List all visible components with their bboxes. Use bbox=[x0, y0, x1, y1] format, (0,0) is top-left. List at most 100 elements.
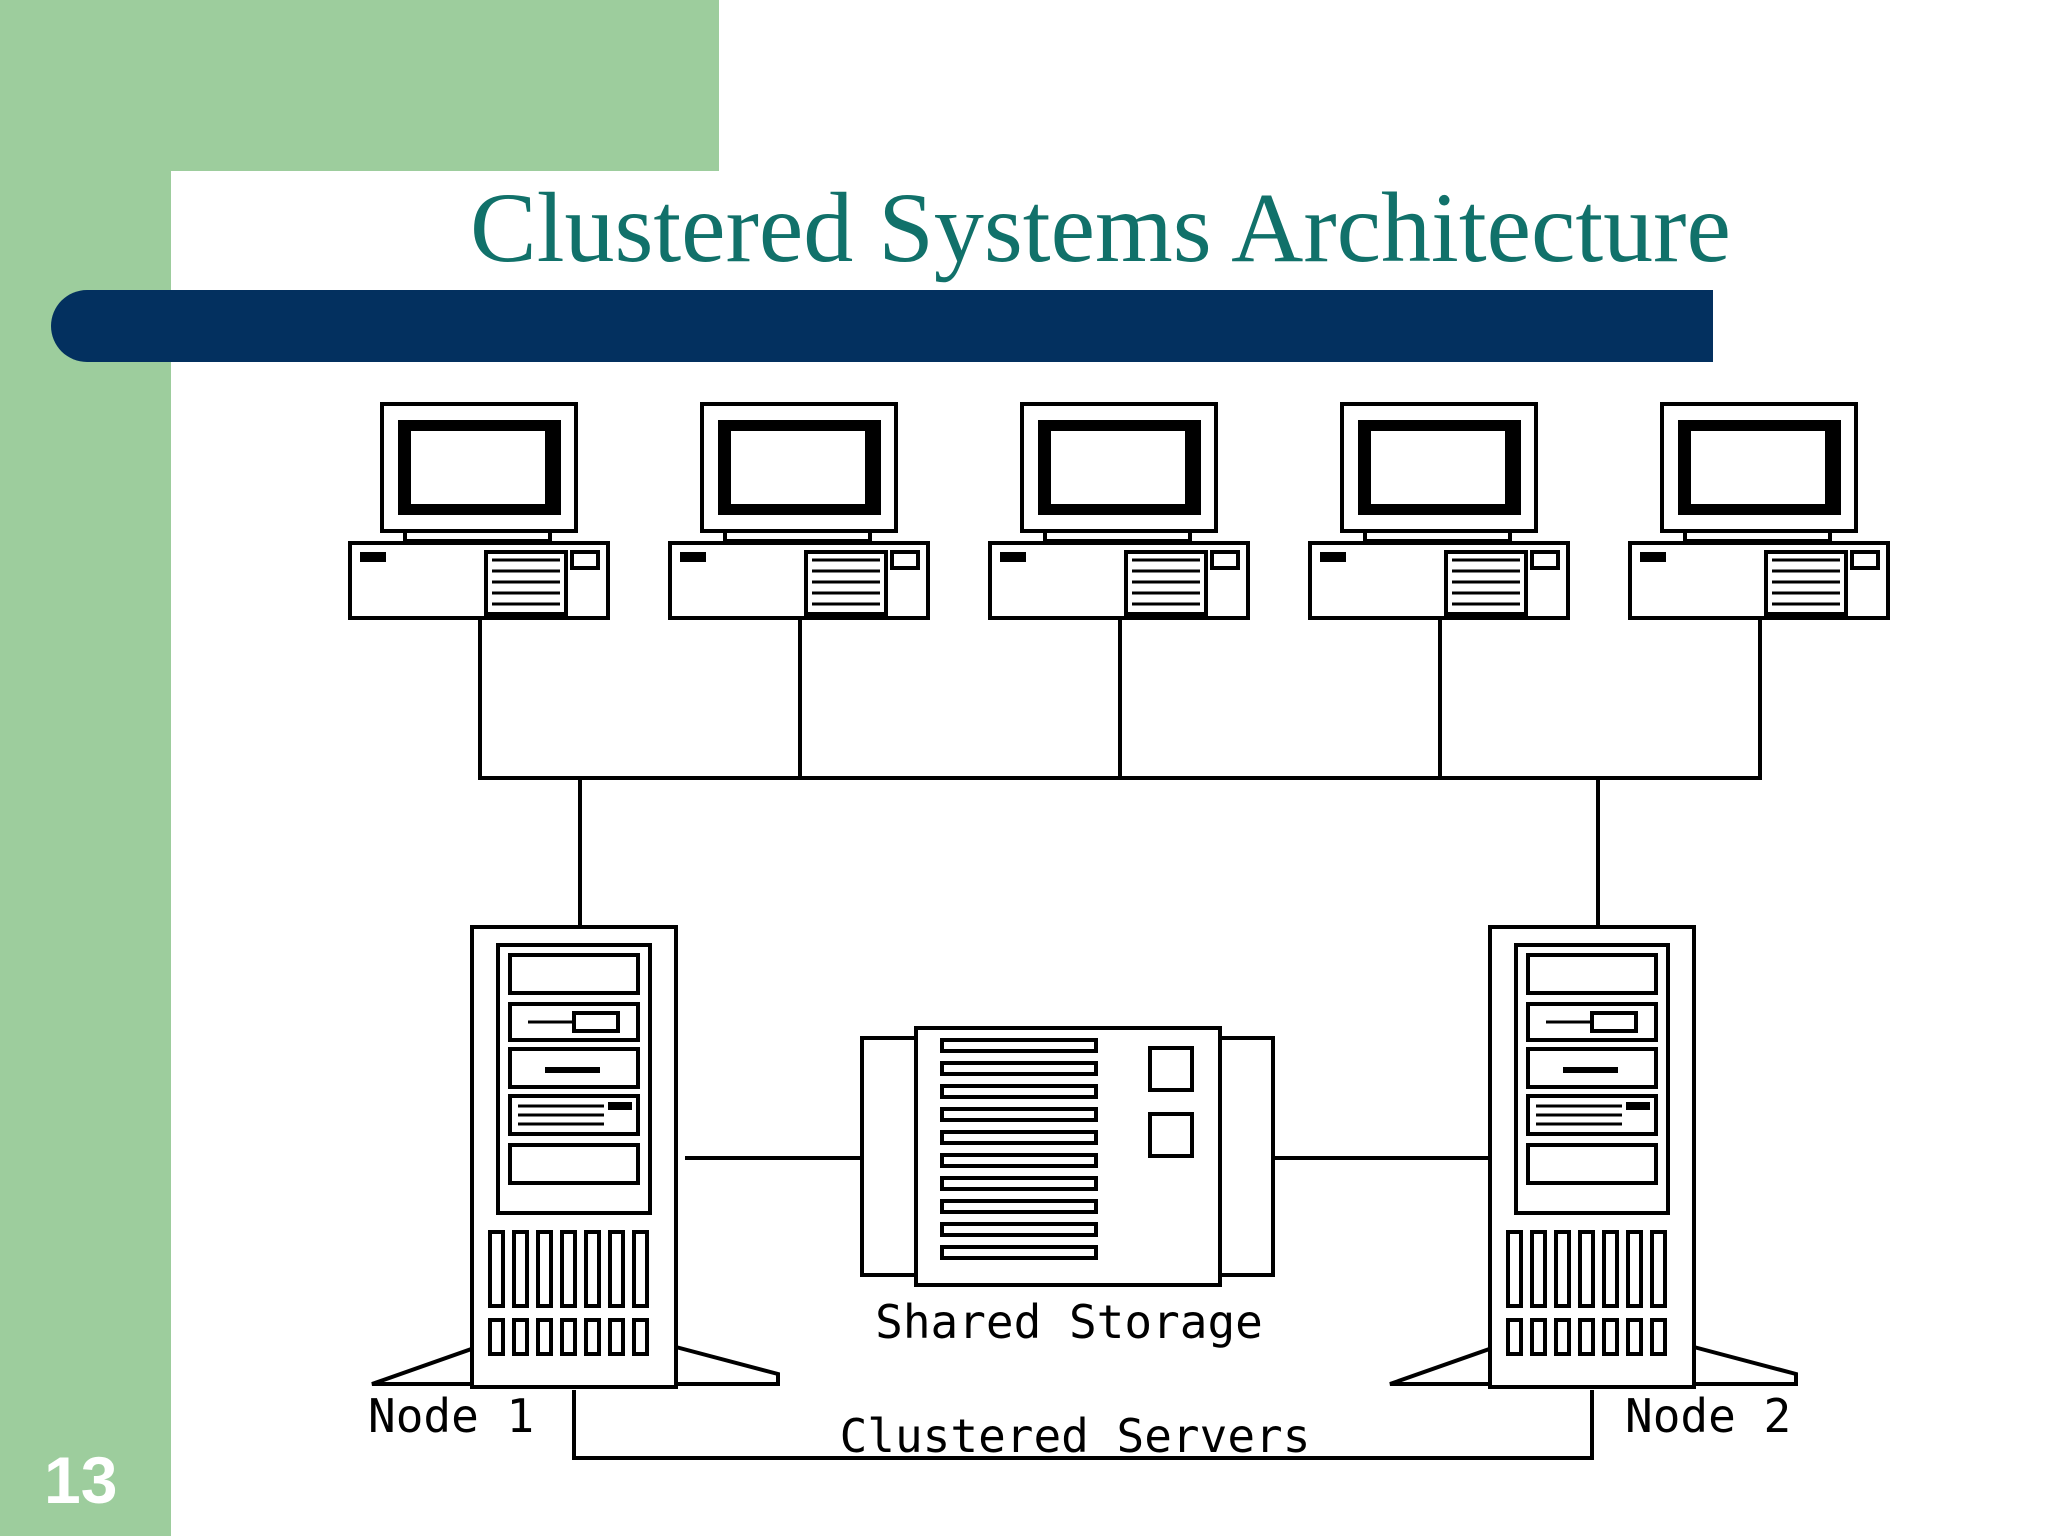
vent-slot bbox=[536, 1318, 553, 1356]
power-light bbox=[1000, 552, 1026, 562]
desktop-case bbox=[668, 541, 930, 620]
bay-5 bbox=[1526, 1143, 1658, 1185]
front-button bbox=[1530, 550, 1560, 570]
vent-slot bbox=[608, 1230, 625, 1308]
client-computers bbox=[348, 402, 1890, 620]
drive-slot bbox=[940, 1130, 1098, 1145]
storage-drive-slots bbox=[940, 1038, 1098, 1260]
power-light bbox=[680, 552, 706, 562]
title-underline-bar bbox=[51, 290, 1713, 362]
monitor-stand bbox=[403, 529, 552, 543]
bay-4-light bbox=[608, 1102, 632, 1110]
server-nodes bbox=[371, 925, 1798, 1389]
tower-foot-right bbox=[1688, 1343, 1798, 1386]
vent-slot bbox=[1506, 1230, 1523, 1308]
vent-slot bbox=[1626, 1318, 1643, 1356]
power-light bbox=[360, 552, 386, 562]
slide-title: Clustered Systems Architecture bbox=[470, 172, 1731, 283]
vent-slot bbox=[512, 1230, 529, 1308]
vent-slot bbox=[536, 1230, 553, 1308]
vent-slot bbox=[512, 1318, 529, 1356]
server-node-1 bbox=[371, 925, 780, 1389]
drive-slot bbox=[940, 1038, 1098, 1053]
desktop-case bbox=[348, 541, 610, 620]
power-light bbox=[1640, 552, 1666, 562]
desktop-case bbox=[988, 541, 1250, 620]
green-sidebar bbox=[0, 0, 171, 1536]
shared-storage-unit bbox=[860, 1026, 1275, 1287]
vent-slot bbox=[488, 1230, 505, 1308]
drive-slot bbox=[940, 1199, 1098, 1214]
server-node-2 bbox=[1389, 925, 1798, 1389]
vent-slot bbox=[1554, 1230, 1571, 1308]
cluster-interconnect bbox=[572, 1390, 1594, 1460]
tower-foot-left bbox=[1389, 1343, 1500, 1386]
client-computer-5 bbox=[1628, 402, 1890, 620]
vent-slot bbox=[1626, 1230, 1643, 1308]
bay-1 bbox=[1526, 953, 1658, 995]
vent-slot bbox=[584, 1230, 601, 1308]
storage-indicator-2 bbox=[1148, 1112, 1194, 1158]
node1-label: Node 1 bbox=[368, 1389, 534, 1443]
front-button bbox=[570, 550, 600, 570]
bay-4-light bbox=[1626, 1102, 1650, 1110]
network-wires bbox=[478, 620, 1762, 1460]
bay-3 bbox=[508, 1047, 640, 1089]
vent-slot bbox=[1602, 1318, 1619, 1356]
drive-slot bbox=[940, 1176, 1098, 1191]
drive-slot bbox=[940, 1084, 1098, 1099]
slide-number: 13 bbox=[44, 1443, 118, 1517]
vent-slot bbox=[1602, 1230, 1619, 1308]
storage-right-flange bbox=[1215, 1036, 1275, 1277]
vent-slot bbox=[560, 1230, 577, 1308]
client-computer-1 bbox=[348, 402, 610, 620]
client-computer-4 bbox=[1308, 402, 1570, 620]
clustered-servers-label: Clustered Servers bbox=[840, 1409, 1311, 1463]
vent-slot bbox=[632, 1230, 649, 1308]
vent-slot bbox=[632, 1318, 649, 1356]
node2-label: Node 2 bbox=[1625, 1389, 1791, 1443]
power-light bbox=[1320, 552, 1346, 562]
vent-slot bbox=[560, 1318, 577, 1356]
front-button bbox=[890, 550, 920, 570]
drive-slot bbox=[940, 1107, 1098, 1122]
tower-foot-left bbox=[371, 1343, 482, 1386]
drive-slot bbox=[940, 1245, 1098, 1260]
drive-slot bbox=[940, 1153, 1098, 1168]
storage-left-flange bbox=[860, 1036, 920, 1277]
vent-slot bbox=[1578, 1230, 1595, 1308]
vent-slot bbox=[1650, 1230, 1667, 1308]
monitor-stand bbox=[1683, 529, 1832, 543]
monitor-screen bbox=[1691, 431, 1825, 504]
bay-1 bbox=[508, 953, 640, 995]
vent-slot bbox=[1650, 1318, 1667, 1356]
vent-slot bbox=[1578, 1318, 1595, 1356]
storage-indicator-1 bbox=[1148, 1046, 1194, 1092]
bay-5 bbox=[508, 1143, 640, 1185]
vent-slot bbox=[488, 1318, 505, 1356]
vent-slot bbox=[1530, 1318, 1547, 1356]
front-button bbox=[1210, 550, 1240, 570]
monitor-screen bbox=[731, 431, 865, 504]
monitor-screen bbox=[411, 431, 545, 504]
tower-foot-right bbox=[670, 1343, 780, 1386]
monitor-stand bbox=[723, 529, 872, 543]
desktop-case bbox=[1628, 541, 1890, 620]
bay-2-button bbox=[1590, 1011, 1638, 1033]
vent-slot bbox=[1554, 1318, 1571, 1356]
shared-storage-label: Shared Storage bbox=[875, 1295, 1263, 1349]
monitor-screen bbox=[1051, 431, 1185, 504]
vent-slot bbox=[608, 1318, 625, 1356]
desktop-case bbox=[1308, 541, 1570, 620]
green-top-band bbox=[171, 0, 719, 171]
client-computer-2 bbox=[668, 402, 930, 620]
drive-slot bbox=[940, 1061, 1098, 1076]
front-button bbox=[1850, 550, 1880, 570]
client-computer-3 bbox=[988, 402, 1250, 620]
monitor-stand bbox=[1363, 529, 1512, 543]
bay-2-button bbox=[572, 1011, 620, 1033]
drive-slot bbox=[940, 1222, 1098, 1237]
vent-slot bbox=[1530, 1230, 1547, 1308]
